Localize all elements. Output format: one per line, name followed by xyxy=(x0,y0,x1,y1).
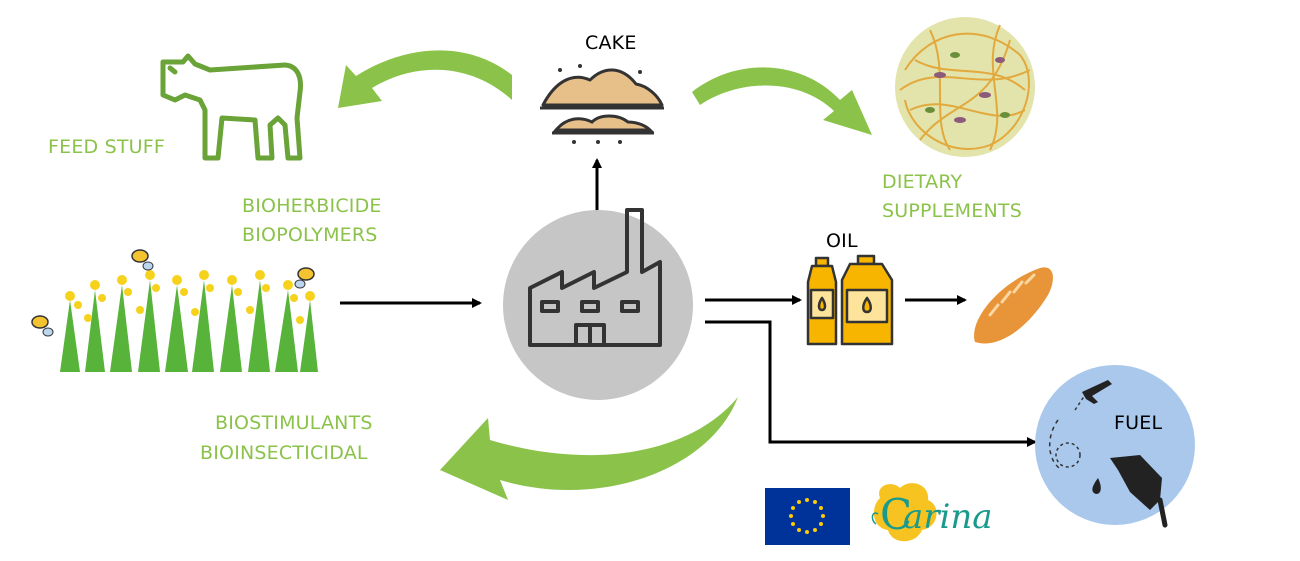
biopolymers-label: BIOPOLYMERS xyxy=(242,224,378,246)
plane-icon xyxy=(1082,380,1112,404)
noodles-icon xyxy=(895,17,1035,157)
bioinsecticidal-label: BIOINSECTICIDAL xyxy=(200,442,368,464)
dietary-label: DIETARY xyxy=(882,171,963,193)
bioherbicide-label: BIOHERBICIDE xyxy=(242,195,382,217)
oil-bottles-icon xyxy=(806,254,894,346)
fuel-nozzle-icon xyxy=(1092,455,1168,528)
bee-icon xyxy=(31,315,54,337)
arrow-cake-to-feed xyxy=(338,50,512,108)
fuel-label: FUEL xyxy=(1114,412,1163,434)
oil-label: OIL xyxy=(826,230,858,252)
field-icon xyxy=(60,270,318,372)
fuel-circle xyxy=(1035,365,1195,525)
cake-icon xyxy=(540,64,664,144)
carina-logo-text: arina xyxy=(903,497,993,537)
arrow-cake-to-supplements xyxy=(692,67,872,135)
cow-icon xyxy=(160,53,303,161)
carina-logo xyxy=(871,483,937,542)
bee-icon xyxy=(294,267,315,289)
cake-label: CAKE xyxy=(585,32,637,54)
factory-icon xyxy=(503,208,693,400)
bread-icon xyxy=(974,267,1053,344)
supplements-label: SUPPLEMENTS xyxy=(882,200,1022,222)
biostimulants-label: BIOSTIMULANTS xyxy=(215,412,373,434)
arrow-factory-to-field xyxy=(440,397,738,500)
arrow-factory-to-fuel xyxy=(705,320,1037,447)
feed-stuff-label: FEED STUFF xyxy=(48,136,166,158)
eu-flag-icon xyxy=(765,488,850,545)
bee-icon xyxy=(131,249,154,271)
carina-logo-initial: C xyxy=(880,490,913,539)
